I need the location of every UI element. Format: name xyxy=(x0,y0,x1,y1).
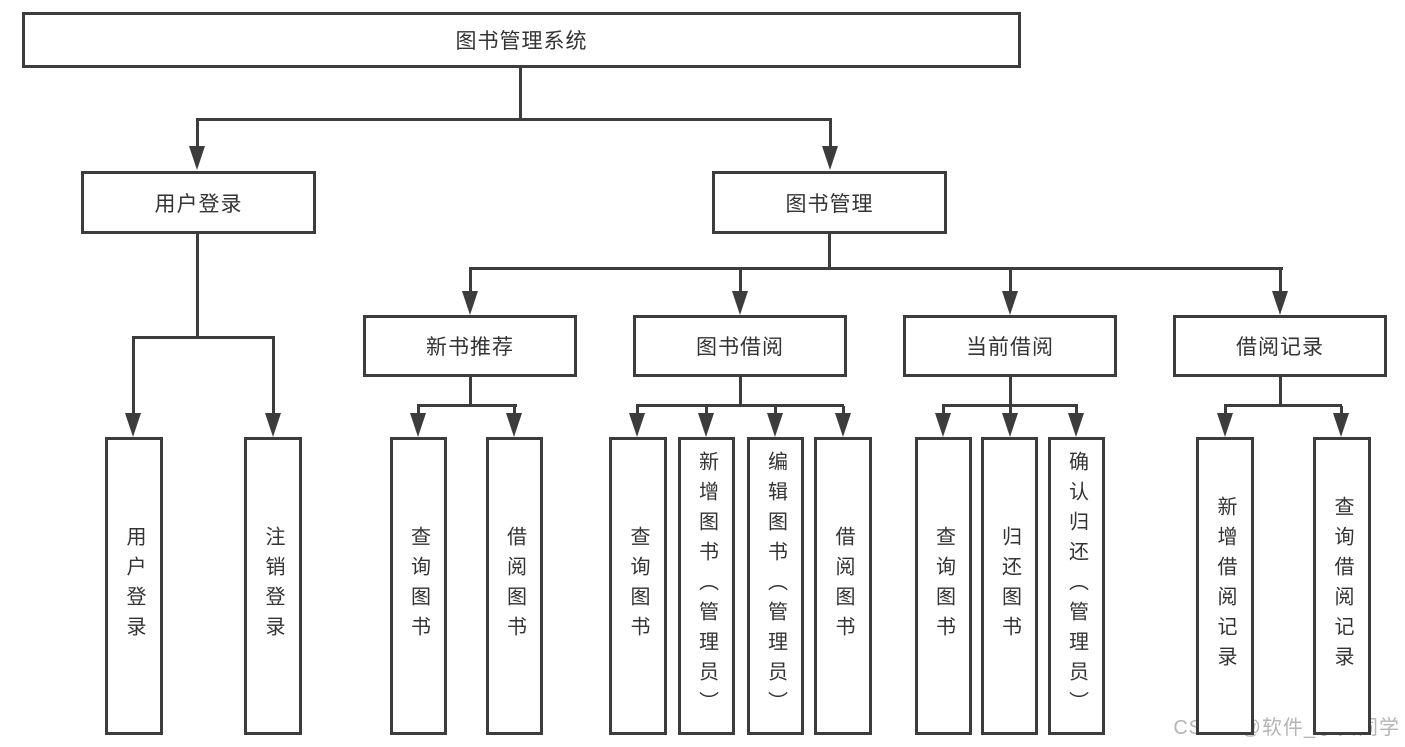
arrow-sec2-leaf2 xyxy=(1068,406,1084,437)
arrow-sec2-leaf0 xyxy=(935,406,951,437)
leaf-borrow-borrow-books-label: 借阅图书 xyxy=(832,526,854,646)
arrow-sec3-leaf0 xyxy=(1217,406,1233,437)
root-node-library-system: 图书管理系统 xyxy=(22,12,1021,68)
connector-sec0-stem xyxy=(469,376,472,407)
leaf-return-book-label: 归还图书 xyxy=(998,526,1021,646)
connector-user-login-stem xyxy=(196,233,199,339)
leaf-borrow-borrow-books: 借阅图书 xyxy=(814,437,872,735)
arrow-to-current-borrow xyxy=(1002,268,1018,315)
leaf-confirm-return-admin: 确认归还（管理员） xyxy=(1048,437,1105,735)
connector-sec3-bar xyxy=(1224,404,1342,407)
node-user-login-label: 用户登录 xyxy=(154,192,243,216)
arrow-to-book-borrow xyxy=(732,268,748,315)
connector-book-mgmt-stem xyxy=(828,233,831,269)
arrow-to-book-mgmt xyxy=(822,118,838,170)
leaf-recommend-borrow-books: 借阅图书 xyxy=(486,437,543,735)
connector-level2-bar xyxy=(469,267,1283,270)
arrow-sec1-leaf1 xyxy=(698,406,714,437)
arrow-to-user-login xyxy=(189,118,205,170)
leaf-user-login: 用户登录 xyxy=(105,437,163,735)
connector-root-stem xyxy=(519,67,522,119)
leaf-borrow-query-books: 查询图书 xyxy=(609,437,667,735)
node-borrow-records: 借阅记录 xyxy=(1173,315,1387,377)
arrow-to-leaf-user-login xyxy=(125,338,141,437)
leaf-edit-book-admin: 编辑图书（管理员） xyxy=(747,437,804,735)
arrow-sec0-leaf0 xyxy=(410,406,426,437)
connector-sec3-stem xyxy=(1279,376,1282,407)
connector-sec0-bar xyxy=(417,404,517,407)
connector-sec2-bar xyxy=(942,404,1078,407)
leaf-recommend-query-books-label: 查询图书 xyxy=(407,526,430,646)
connector-user-login-bar xyxy=(132,336,275,339)
node-current-borrow-label: 当前借阅 xyxy=(966,336,1054,359)
arrow-sec2-leaf1 xyxy=(1002,406,1018,437)
root-node-label: 图书管理系统 xyxy=(455,30,588,53)
arrow-sec0-leaf1 xyxy=(506,406,522,437)
leaf-query-borrow-record-label: 查询借阅记录 xyxy=(1331,496,1353,676)
leaf-add-borrow-record: 新增借阅记录 xyxy=(1196,437,1254,735)
connector-sec2-stem xyxy=(1009,376,1012,407)
arrow-sec1-leaf0 xyxy=(629,406,645,437)
arrow-to-leaf-logout xyxy=(265,338,281,437)
connector-level1-bar xyxy=(196,118,832,121)
leaf-add-book-admin-label: 新增图书（管理员） xyxy=(695,451,718,721)
connector-sec1-stem xyxy=(739,376,742,407)
leaf-logout-label: 注销登录 xyxy=(262,526,284,646)
leaf-borrow-query-books-label: 查询图书 xyxy=(627,526,649,646)
node-new-book-recommend-label: 新书推荐 xyxy=(426,336,514,359)
leaf-confirm-return-admin-label: 确认归还（管理员） xyxy=(1065,451,1088,721)
node-new-book-recommend: 新书推荐 xyxy=(363,315,577,377)
node-book-borrow: 图书借阅 xyxy=(633,315,847,377)
leaf-user-login-label: 用户登录 xyxy=(123,526,145,646)
arrow-sec1-leaf2 xyxy=(767,406,783,437)
arrow-sec3-leaf1 xyxy=(1333,406,1349,437)
leaf-query-borrow-record: 查询借阅记录 xyxy=(1313,437,1371,735)
node-user-login: 用户登录 xyxy=(81,171,316,234)
node-borrow-records-label: 借阅记录 xyxy=(1236,336,1324,359)
leaf-return-book: 归还图书 xyxy=(981,437,1038,735)
leaf-current-query-books: 查询图书 xyxy=(915,437,972,735)
leaf-logout: 注销登录 xyxy=(244,437,302,735)
node-book-mgmt-label: 图书管理 xyxy=(785,192,874,216)
connector-sec1-bar xyxy=(636,404,844,407)
leaf-recommend-borrow-books-label: 借阅图书 xyxy=(503,526,526,646)
arrow-sec1-leaf3 xyxy=(835,406,851,437)
node-book-mgmt: 图书管理 xyxy=(712,171,947,234)
leaf-add-book-admin: 新增图书（管理员） xyxy=(678,437,735,735)
arrow-to-new-book-recommend xyxy=(462,268,478,315)
node-book-borrow-label: 图书借阅 xyxy=(696,336,784,359)
leaf-add-borrow-record-label: 新增借阅记录 xyxy=(1214,496,1236,676)
node-current-borrow: 当前借阅 xyxy=(903,315,1117,377)
leaf-recommend-query-books: 查询图书 xyxy=(390,437,447,735)
arrow-to-borrow-records xyxy=(1272,268,1288,315)
leaf-edit-book-admin-label: 编辑图书（管理员） xyxy=(764,451,787,721)
leaf-current-query-books-label: 查询图书 xyxy=(932,526,955,646)
